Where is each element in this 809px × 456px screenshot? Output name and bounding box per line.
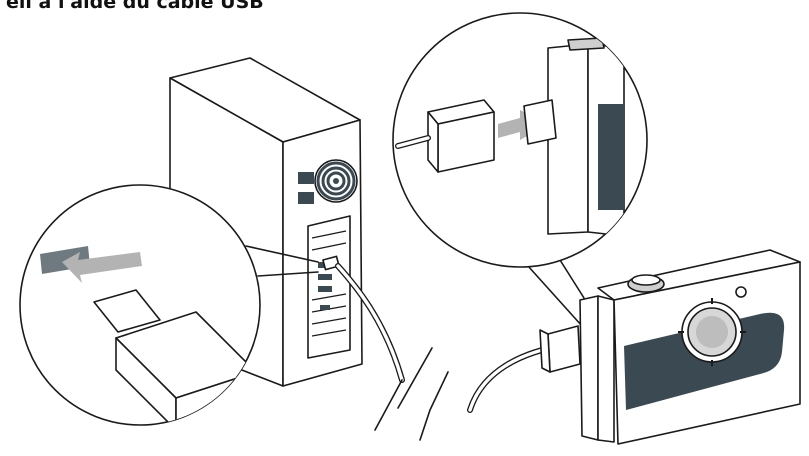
drive-bay xyxy=(298,172,314,184)
instruction-caption: eil à l'aide du câble USB xyxy=(6,0,264,13)
camera-lens xyxy=(678,298,746,366)
usb-port-icon xyxy=(318,274,332,280)
usb-plug-icon xyxy=(547,325,581,373)
zoom-callout-computer xyxy=(19,184,319,426)
fan-grill xyxy=(314,159,358,203)
digital-camera xyxy=(539,249,801,445)
arrow-icon xyxy=(62,252,142,283)
drive-bay xyxy=(298,192,314,204)
usb-cable xyxy=(335,263,569,441)
camera-panel xyxy=(598,104,624,210)
zoom-callout-camera xyxy=(392,12,648,327)
arrow-icon xyxy=(498,110,548,140)
usb-port-icon xyxy=(318,286,332,292)
usb-plug-icon xyxy=(427,111,439,173)
